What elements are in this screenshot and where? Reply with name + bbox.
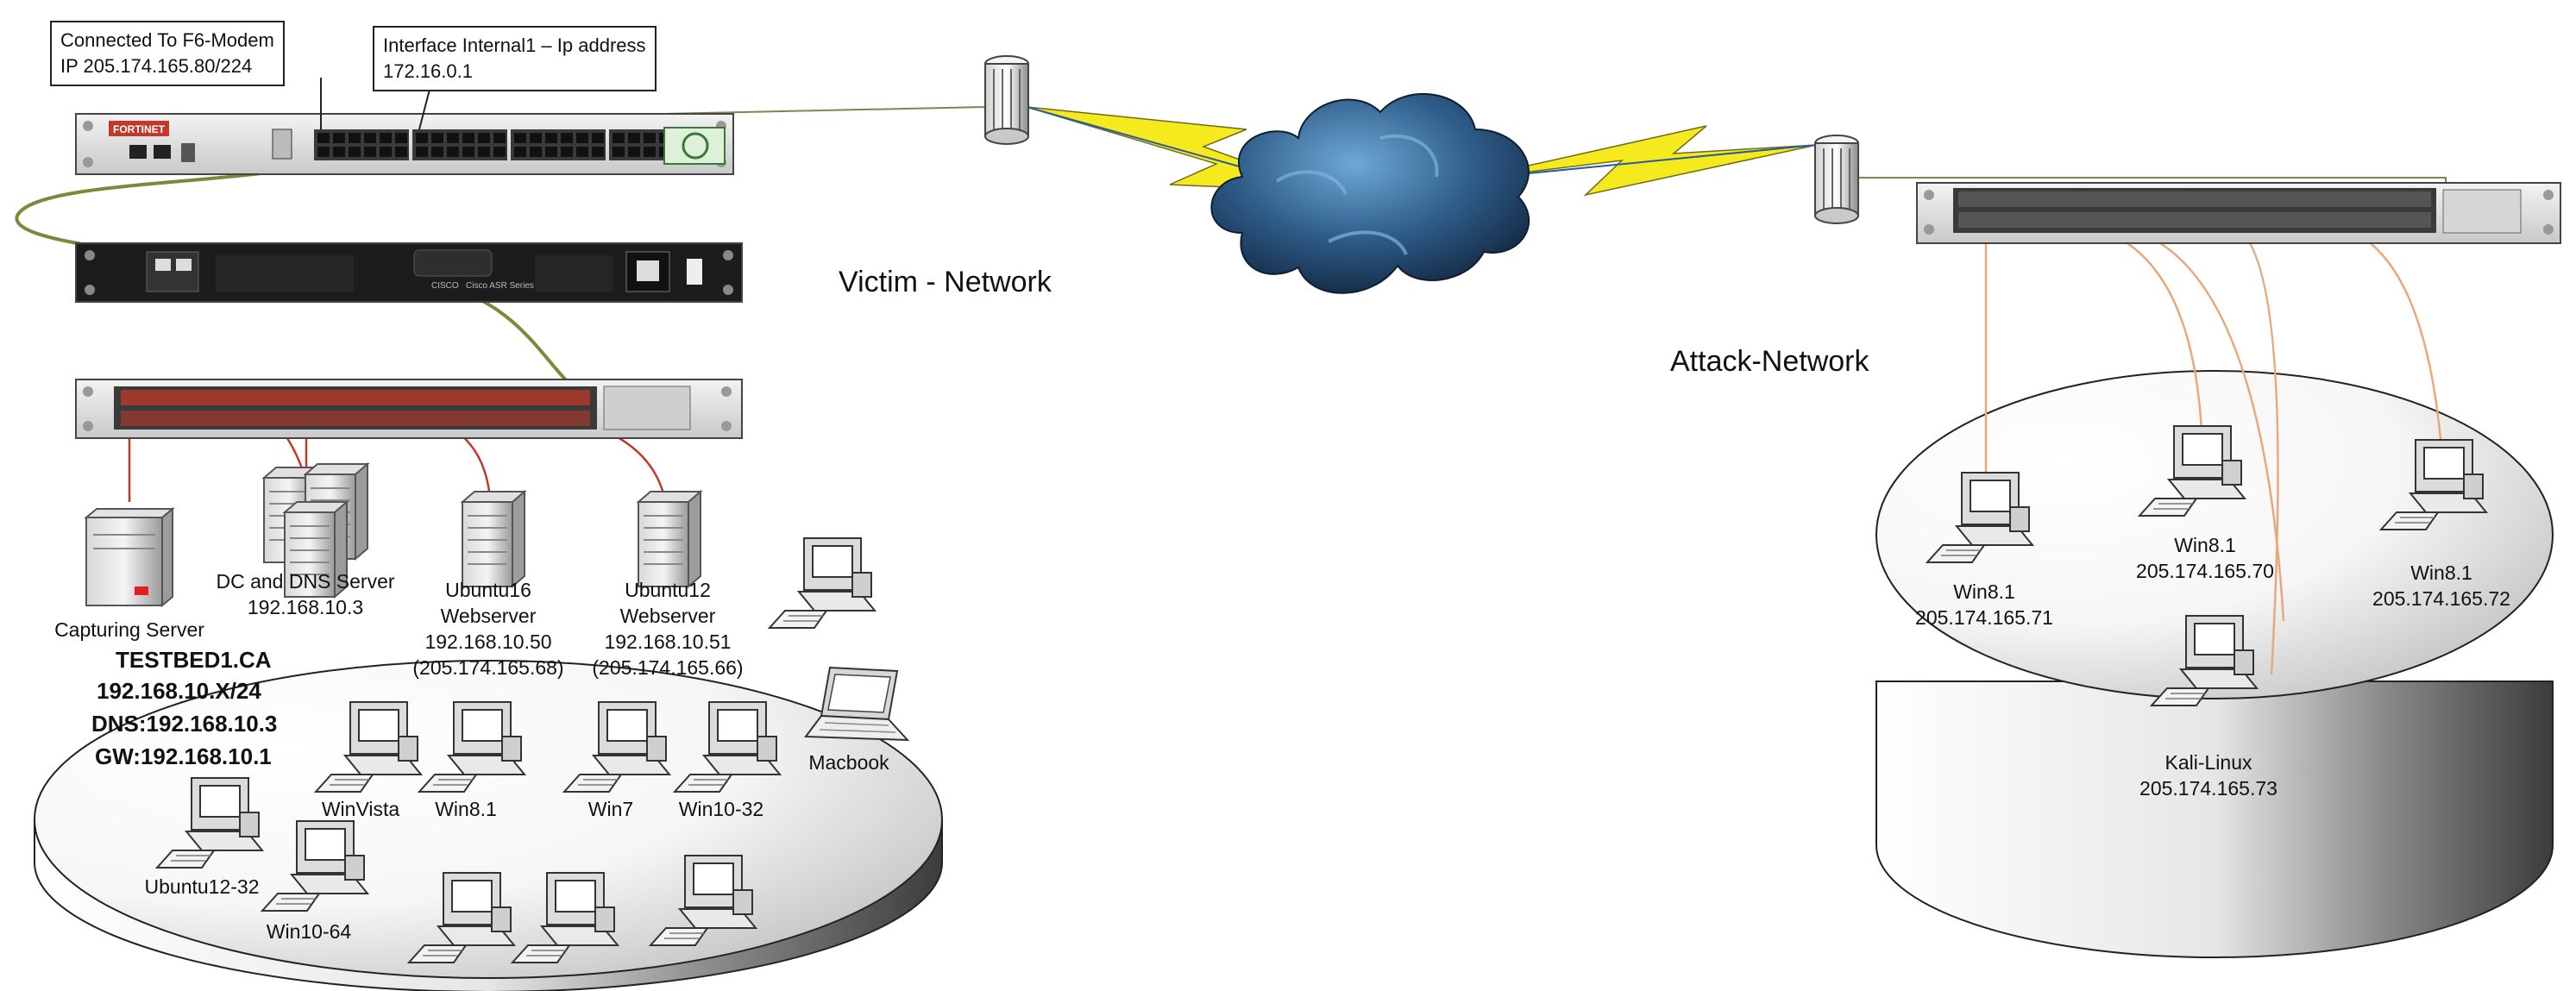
victim-network-label: Victim - Network [839,266,1052,298]
win81-victim-label: Win8.1 [435,798,497,820]
attack-left-name: Win8.1 [1953,580,2015,603]
attack-right-name: Win8.1 [2410,561,2472,584]
attack-switch [1916,182,2561,244]
winvista-label: WinVista [322,798,400,820]
kali-ip: 205.174.165.73 [2139,777,2278,800]
dc-dns-label-line1: DC and DNS Server [216,570,394,593]
ubuntu12-label-line2: Webserver [620,605,716,627]
interface-callout-line2: 172.16.0.1 [383,60,473,82]
testbed-line2: 192.168.10.X/24 [97,678,261,704]
capturing-server-tower [84,506,175,608]
attack-right-ip: 205.174.165.72 [2372,587,2510,610]
attack-left-ip: 205.174.165.71 [1915,606,2053,629]
ubuntu12-label-line1: Ubuntu12 [625,579,711,601]
testbed-line1: TESTBED1.CA [116,647,272,673]
internet-cloud [1210,93,1530,294]
ubuntu12-32-label: Ubuntu12-32 [145,875,260,898]
laptop-macbook [805,667,908,741]
fortigate-logo-text: FORTINET [113,123,166,135]
ubuntu16-label-line1: Ubuntu16 [445,579,531,601]
testbed-line3: DNS:192.168.10.3 [91,711,277,737]
ubuntu12-label-line4: (205.174.165.66) [592,656,743,679]
cisco-asr-router: CISCO Cisco ASR Series [75,242,743,303]
attack-network-label: Attack-Network [1670,345,1869,378]
attack-middle-name: Win8.1 [2174,534,2236,556]
firewall-victim-side [984,55,1029,145]
win10-32-label: Win10-32 [679,798,763,820]
macbook-label: Macbook [808,751,889,774]
modem-callout-line1: Connected To F6-Modem [60,29,274,51]
ubuntu16-label-line3: 192.168.10.50 [424,630,551,653]
interface-callout-line1: Interface Internal1 – Ip address [383,34,646,56]
kali-name: Kali-Linux [2165,751,2252,774]
ubuntu12-label-line3: 192.168.10.51 [604,630,731,653]
cisco-series-text: Cisco ASR Series [466,281,534,291]
dc-dns-label-line2: 192.168.10.3 [248,596,363,618]
attack-middle-ip: 205.174.165.70 [2136,560,2274,582]
attack-network-disc [1875,370,2554,958]
pc-top-right [769,537,876,629]
firewall-attack-side [1814,135,1859,224]
capturing-server-label: Capturing Server [54,618,204,641]
interface-callout: Interface Internal1 – Ip address 172.16.… [373,26,657,91]
fortigate-firewall: FORTINET [75,113,734,175]
testbed-line4: GW:192.168.10.1 [95,743,272,769]
ubuntu12-server-tower [638,491,701,587]
ubuntu16-label-line2: Webserver [441,605,537,627]
victim-switch [75,379,743,439]
cisco-logo-text: CISCO [431,281,459,291]
win10-64-label: Win10-64 [267,920,352,943]
ubuntu16-label-line4: (205.174.165.68) [412,656,563,679]
ubuntu16-server-tower [462,491,525,587]
win7-label: Win7 [588,798,633,820]
modem-callout-line2: IP 205.174.165.80/224 [60,55,253,77]
modem-callout: Connected To F6-Modem IP 205.174.165.80/… [50,21,285,86]
